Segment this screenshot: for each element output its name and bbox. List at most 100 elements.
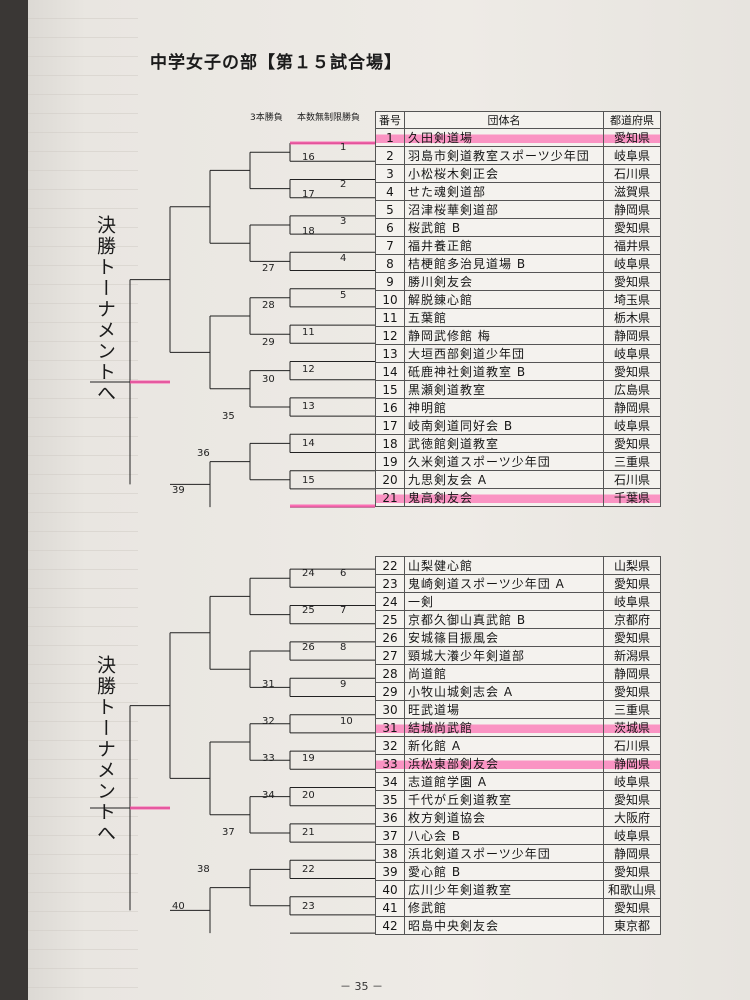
team-name: 浜北剣道スポーツ少年団 xyxy=(404,844,604,863)
match-number: 38 xyxy=(197,864,210,875)
match-number: 17 xyxy=(302,189,315,200)
team-number: 26 xyxy=(375,628,405,647)
team-name: 浜松東部剣友会 xyxy=(404,754,604,773)
team-name: 京都久御山真武館 B xyxy=(404,610,604,629)
team-number: 36 xyxy=(375,808,405,827)
team-name: 一剣 xyxy=(404,592,604,611)
team-name: 九思剣友会 A xyxy=(404,470,604,489)
header-team: 団体名 xyxy=(404,111,604,129)
team-prefecture: 静岡県 xyxy=(603,398,661,417)
team-prefecture: 愛知県 xyxy=(603,362,661,381)
match-number: 36 xyxy=(197,448,210,459)
team-number: 14 xyxy=(375,362,405,381)
team-name: 桔梗館多治見道場 B xyxy=(404,254,604,273)
team-name: 昭島中央剣友会 xyxy=(404,916,604,935)
team-number: 10 xyxy=(375,290,405,309)
team-number: 22 xyxy=(375,556,405,575)
team-name: 沼津桜華剣道部 xyxy=(404,200,604,219)
team-prefecture: 愛知県 xyxy=(603,790,661,809)
team-number: 24 xyxy=(375,592,405,611)
team-name: 旺武道場 xyxy=(404,700,604,719)
team-name: 尚道館 xyxy=(404,664,604,683)
team-number: 34 xyxy=(375,772,405,791)
match-number: 26 xyxy=(302,642,315,653)
team-number: 33 xyxy=(375,754,405,773)
team-name: 武徳館剣道教室 xyxy=(404,434,604,453)
team-prefecture: 茨城県 xyxy=(603,718,661,737)
team-prefecture: 岐阜県 xyxy=(603,254,661,273)
match-number: 8 xyxy=(340,642,346,653)
team-prefecture: 愛知県 xyxy=(603,434,661,453)
team-name: せた魂剣道部 xyxy=(404,182,604,201)
team-name: 修武館 xyxy=(404,898,604,917)
team-number: 1 xyxy=(375,128,405,147)
match-number: 29 xyxy=(262,337,275,348)
team-number: 35 xyxy=(375,790,405,809)
team-number: 8 xyxy=(375,254,405,273)
match-number: 18 xyxy=(302,226,315,237)
match-number: 40 xyxy=(172,901,185,912)
team-prefecture: 滋賀県 xyxy=(603,182,661,201)
team-prefecture: 栃木県 xyxy=(603,308,661,327)
team-name: 五葉館 xyxy=(404,308,604,327)
team-name: 安城篠目振風会 xyxy=(404,628,604,647)
match-number: 20 xyxy=(302,790,315,801)
team-prefecture: 岐阜県 xyxy=(603,344,661,363)
ruled-lines-left-page-edge xyxy=(28,0,138,1000)
team-prefecture: 三重県 xyxy=(603,700,661,719)
team-name: 静岡武修館 梅 xyxy=(404,326,604,345)
team-number: 21 xyxy=(375,488,405,507)
match-number: 25 xyxy=(302,605,315,616)
team-name: 岐南剣道同好会 B xyxy=(404,416,604,435)
team-name: 鬼高剣友会 xyxy=(404,488,604,507)
team-prefecture: 愛知県 xyxy=(603,218,661,237)
team-prefecture: 京都府 xyxy=(603,610,661,629)
final-tournament-label-bottom: 決勝トーナメントへ xyxy=(94,655,116,844)
unlimited-match-label: 本数無制限勝負 xyxy=(297,113,361,123)
team-name: 鬼崎剣道スポーツ少年団 A xyxy=(404,574,604,593)
match-number: 14 xyxy=(302,438,315,449)
match-number: 1 xyxy=(340,142,346,153)
team-name: 勝川剣友会 xyxy=(404,272,604,291)
match-number: 39 xyxy=(172,485,185,496)
team-number: 6 xyxy=(375,218,405,237)
team-prefecture: 静岡県 xyxy=(603,844,661,863)
match-number: 27 xyxy=(262,263,275,274)
team-number: 32 xyxy=(375,736,405,755)
team-number: 5 xyxy=(375,200,405,219)
match-number: 3 xyxy=(340,216,346,227)
team-name: 広川少年剣道教室 xyxy=(404,880,604,899)
match-number: 7 xyxy=(340,605,346,616)
team-prefecture: 福井県 xyxy=(603,236,661,255)
team-prefecture: 愛知県 xyxy=(603,898,661,917)
page-title: 中学女子の部【第１５試合場】 xyxy=(150,53,402,73)
match-number: 28 xyxy=(262,300,275,311)
team-prefecture: 愛知県 xyxy=(603,862,661,881)
match-number: 6 xyxy=(340,568,346,579)
match-number: 19 xyxy=(302,753,315,764)
team-name: 神明館 xyxy=(404,398,604,417)
team-number: 16 xyxy=(375,398,405,417)
team-number: 7 xyxy=(375,236,405,255)
team-prefecture: 愛知県 xyxy=(603,574,661,593)
team-prefecture: 岐阜県 xyxy=(603,592,661,611)
team-number: 13 xyxy=(375,344,405,363)
match-number: 4 xyxy=(340,253,346,264)
team-name: 小松桜木剣正会 xyxy=(404,164,604,183)
team-prefecture: 石川県 xyxy=(603,164,661,183)
